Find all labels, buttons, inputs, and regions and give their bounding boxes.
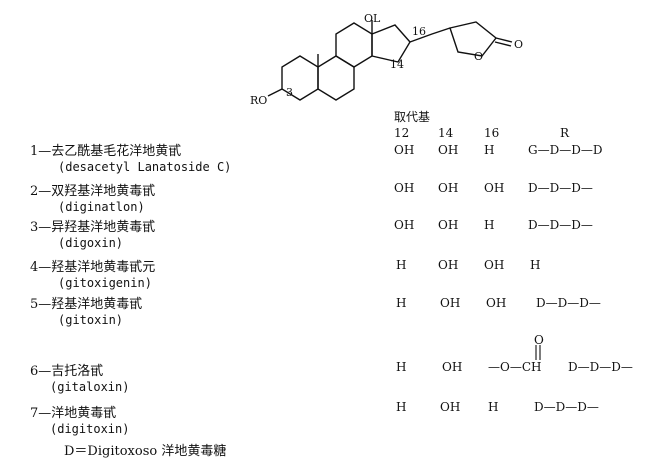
compound-3-c12: OH xyxy=(394,218,415,232)
header-title: 取代基 xyxy=(394,110,431,124)
header-col-14: 14 xyxy=(438,126,454,140)
compound-3-r: D—D—D— xyxy=(528,218,593,232)
compound-1-name: 1—去乙酰基毛花洋地黄甙 xyxy=(30,144,182,159)
compound-2-c16: OH xyxy=(484,181,505,195)
label-position-16: 16 xyxy=(412,25,426,38)
compound-2-r: D—D—D— xyxy=(528,181,593,195)
compound-6-c16: —O—CH xyxy=(488,360,542,374)
label-ro: RO xyxy=(250,94,268,107)
compound-1-r: G—D—D—D xyxy=(528,143,603,157)
side-chain xyxy=(409,27,451,43)
ring-b xyxy=(317,55,355,101)
lactone-ring xyxy=(449,21,497,57)
ring-c xyxy=(335,22,373,68)
label-carbonyl-oxygen: O xyxy=(514,38,524,51)
compound-2-latin: (diginatlon) xyxy=(58,200,145,214)
compound-6-carbonyl-double-bond xyxy=(535,345,541,360)
compound-3-latin: (digoxin) xyxy=(58,236,124,250)
compound-4-name: 4—羟基洋地黄毒甙元 xyxy=(30,260,156,275)
compound-1-latin: (desacetyl Lanatoside C) xyxy=(58,160,232,174)
compound-4-c14: OH xyxy=(438,258,459,272)
compound-3-c14: OH xyxy=(438,218,459,232)
compound-6-c12: H xyxy=(396,360,407,374)
compound-4-c16: OH xyxy=(484,258,505,272)
compound-3-c16: H xyxy=(484,218,495,232)
compound-7-r: D—D—D— xyxy=(534,400,599,414)
carbonyl-bond-2 xyxy=(494,41,512,47)
carbonyl-bond xyxy=(495,37,513,43)
compound-2-c14: OH xyxy=(438,181,459,195)
header-col-12: 12 xyxy=(394,126,410,140)
compound-7-latin: (digitoxin) xyxy=(50,422,130,436)
label-position-14: 14 xyxy=(390,58,404,71)
compound-6-r: D—D—D— xyxy=(568,360,633,374)
compound-5-latin: (gitoxin) xyxy=(58,313,124,327)
steroid-structure xyxy=(267,20,513,101)
compound-6-latin: (gitaloxin) xyxy=(50,380,130,394)
compound-1-c12: OH xyxy=(394,143,415,157)
label-ring-oxygen: O xyxy=(474,50,484,63)
header-col-r: R xyxy=(560,126,570,140)
label-position-12: OL xyxy=(364,12,381,25)
compound-6-c14: OH xyxy=(442,360,463,374)
header-col-16: 16 xyxy=(484,126,500,140)
label-position-3: 3 xyxy=(286,86,293,99)
compound-7-name: 7—洋地黄毒甙 xyxy=(30,406,117,421)
compound-4-latin: (gitoxigenin) xyxy=(58,276,152,290)
compound-6-name: 6—吉托洛甙 xyxy=(30,364,104,379)
compound-5-name: 5—羟基洋地黄毒甙 xyxy=(30,297,143,312)
compound-2-name: 2—双羟基洋地黄毒甙 xyxy=(30,184,156,199)
compound-7-c16: H xyxy=(488,400,499,414)
compound-3-name: 3—异羟基洋地黄毒甙 xyxy=(30,220,156,235)
ring-d xyxy=(371,24,411,63)
ro-bond xyxy=(267,88,283,97)
compound-6-c16-carbonyl-oxygen: O xyxy=(534,333,544,347)
compound-5-c16: OH xyxy=(486,296,507,310)
compound-4-c12: H xyxy=(396,258,407,272)
compound-1-c14: OH xyxy=(438,143,459,157)
compound-2-c12: OH xyxy=(394,181,415,195)
compound-7-c14: OH xyxy=(440,400,461,414)
footnote: D＝Digitoxoso 洋地黄毒糖 xyxy=(64,444,227,459)
compound-5-c12: H xyxy=(396,296,407,310)
compound-4-r: H xyxy=(530,258,541,272)
compound-1-c16: H xyxy=(484,143,495,157)
compound-7-c12: H xyxy=(396,400,407,414)
compound-5-r: D—D—D— xyxy=(536,296,601,310)
compound-5-c14: OH xyxy=(440,296,461,310)
